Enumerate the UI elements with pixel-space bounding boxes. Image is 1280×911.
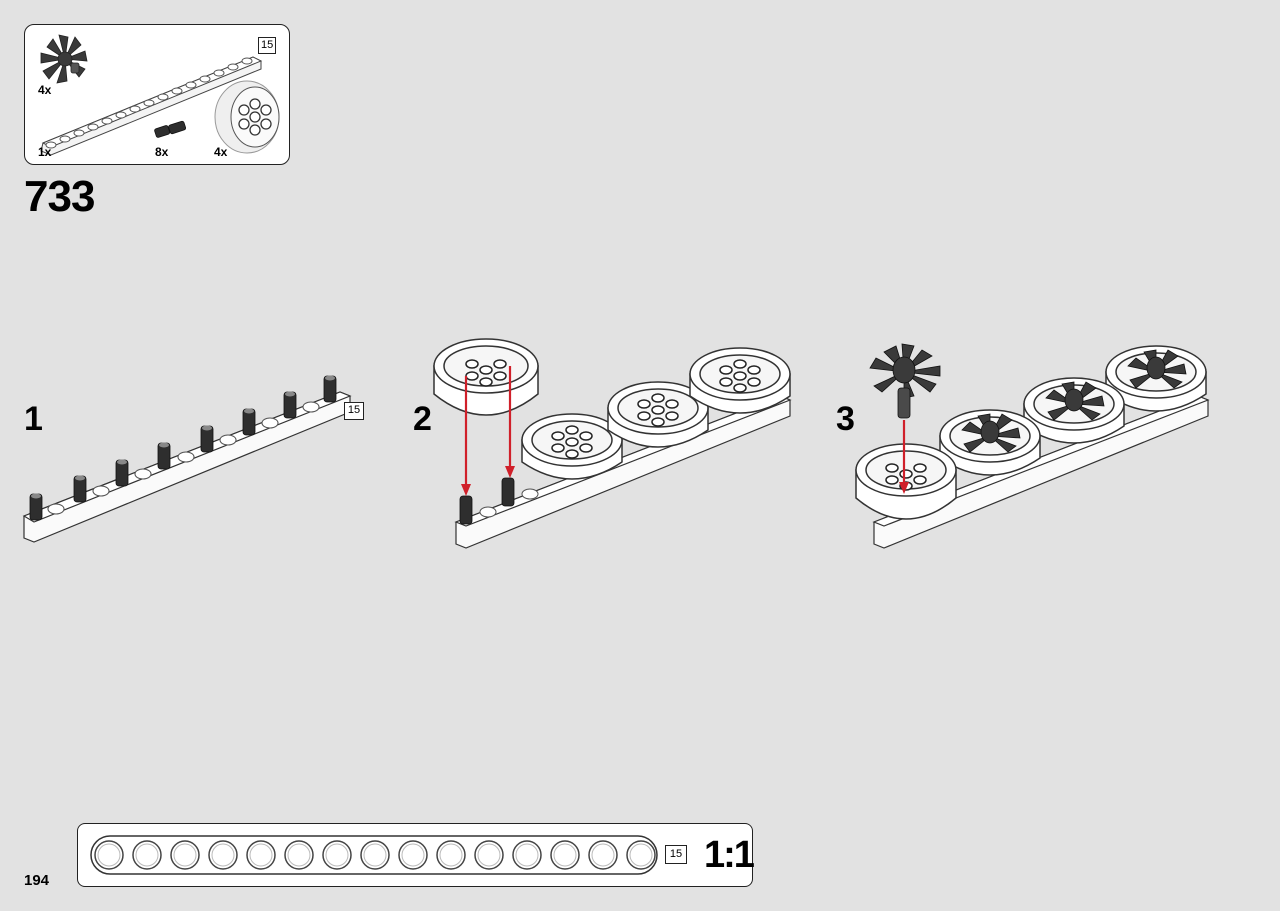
part-qty: 4x [214,145,228,159]
part-qty: 8x [155,145,169,159]
parts-list-callout: 4x 15 1x 8x [24,24,290,165]
substep-1-number: 1 [24,400,43,438]
length-ruler [77,823,753,887]
part-qty: 4x [38,83,52,97]
scale-label: 1:1 [704,834,755,876]
connector-pin-icon [154,120,187,138]
ruler-length-badge: 15 [665,845,687,864]
substep-3-illustration [855,343,1210,549]
turbine-rotor-icon [40,34,88,84]
beam-15-icon [40,56,263,156]
page-number: 194 [24,872,50,889]
beam-length-badge: 15 [344,402,364,420]
beam-ruler-icon [90,835,658,875]
step-number: 733 [24,172,95,221]
substep-3-number: 3 [836,400,855,438]
beam-length-badge: 15 [258,37,276,54]
substep-1-illustration [22,375,352,543]
substep-2-number: 2 [413,400,432,438]
part-qty: 1x [38,145,52,159]
rim-wheel-icon [214,80,280,154]
substep-2-illustration [433,338,792,549]
